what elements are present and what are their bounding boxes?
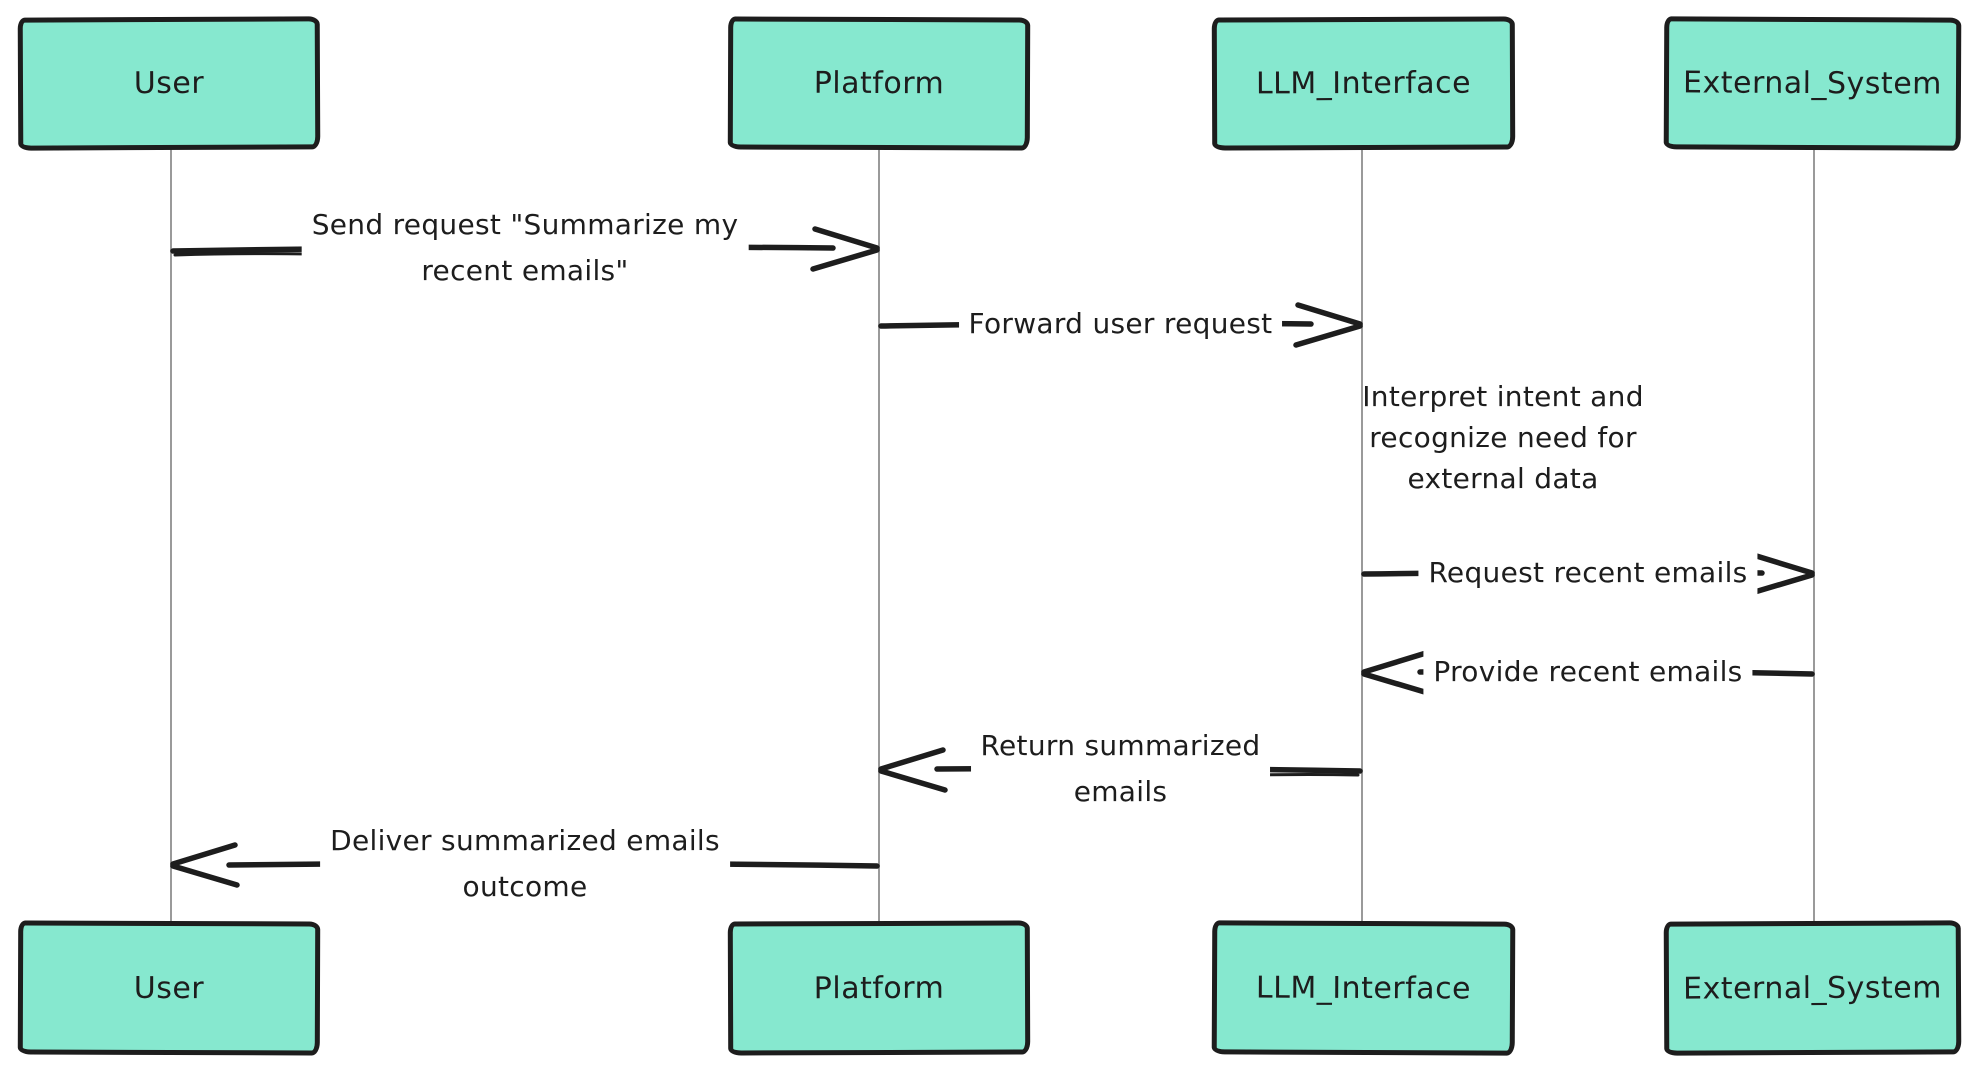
note-llm-interface: Interpret intent and recognize need for … <box>1328 376 1678 499</box>
message-label-line: Send request "Summarize my <box>311 208 739 241</box>
actor-label: Platform <box>813 970 945 1006</box>
message-label-line: Provide recent emails <box>1433 655 1743 688</box>
message-label: Deliver summarized emails outcome <box>320 816 730 912</box>
message-label: Forward user request <box>958 299 1283 349</box>
message-label: Provide recent emails <box>1423 647 1753 697</box>
message-label-line: Return summarized <box>980 729 1261 762</box>
actor-label: Platform <box>813 65 945 102</box>
actor-box-platform-bottom: Platform <box>727 920 1031 1056</box>
actor-box-llm-interface-top: LLM_Interface <box>1211 16 1516 151</box>
actor-label: LLM_Interface <box>1255 65 1472 102</box>
message-label: Request recent emails <box>1418 548 1758 598</box>
lifeline-user <box>170 148 172 923</box>
note-line: external data <box>1407 462 1599 495</box>
message-return-summarized: Return summarized emails <box>878 721 1363 817</box>
lifeline-llm-interface <box>1361 148 1363 923</box>
actor-box-external-system-top: External_System <box>1663 16 1962 151</box>
actor-label: User <box>133 65 205 102</box>
message-label-line: recent emails" <box>421 254 629 287</box>
message-label-line: Deliver summarized emails <box>330 824 720 857</box>
message-label: Return summarized emails <box>970 721 1271 817</box>
note-line: Interpret intent and <box>1362 380 1644 413</box>
actor-box-platform-top: Platform <box>727 16 1031 151</box>
actor-box-llm-interface-bottom: LLM_Interface <box>1211 920 1516 1056</box>
actor-box-user-bottom: User <box>17 920 321 1056</box>
message-send-request: Send request "Summarize my recent emails… <box>170 200 880 296</box>
note-line: recognize need for <box>1369 421 1637 454</box>
message-forward-request: Forward user request <box>878 299 1363 349</box>
actor-label: LLM_Interface <box>1255 970 1472 1006</box>
message-label-line: emails <box>1073 775 1168 808</box>
message-label-line: Request recent emails <box>1428 556 1748 589</box>
actor-box-external-system-bottom: External_System <box>1663 920 1962 1056</box>
message-label-line: Forward user request <box>968 307 1273 340</box>
actor-box-user-top: User <box>17 16 321 151</box>
actor-label: User <box>133 970 205 1006</box>
actor-label: External_System <box>1683 969 1942 1007</box>
lifeline-platform <box>878 148 880 923</box>
message-request-emails: Request recent emails <box>1361 548 1815 598</box>
message-label: Send request "Summarize my recent emails… <box>301 200 749 296</box>
message-deliver-outcome: Deliver summarized emails outcome <box>170 816 880 912</box>
actor-label: External_System <box>1683 65 1942 102</box>
message-provide-emails: Provide recent emails <box>1361 647 1815 697</box>
lifeline-external-system <box>1813 148 1815 923</box>
message-label-line: outcome <box>462 870 588 903</box>
